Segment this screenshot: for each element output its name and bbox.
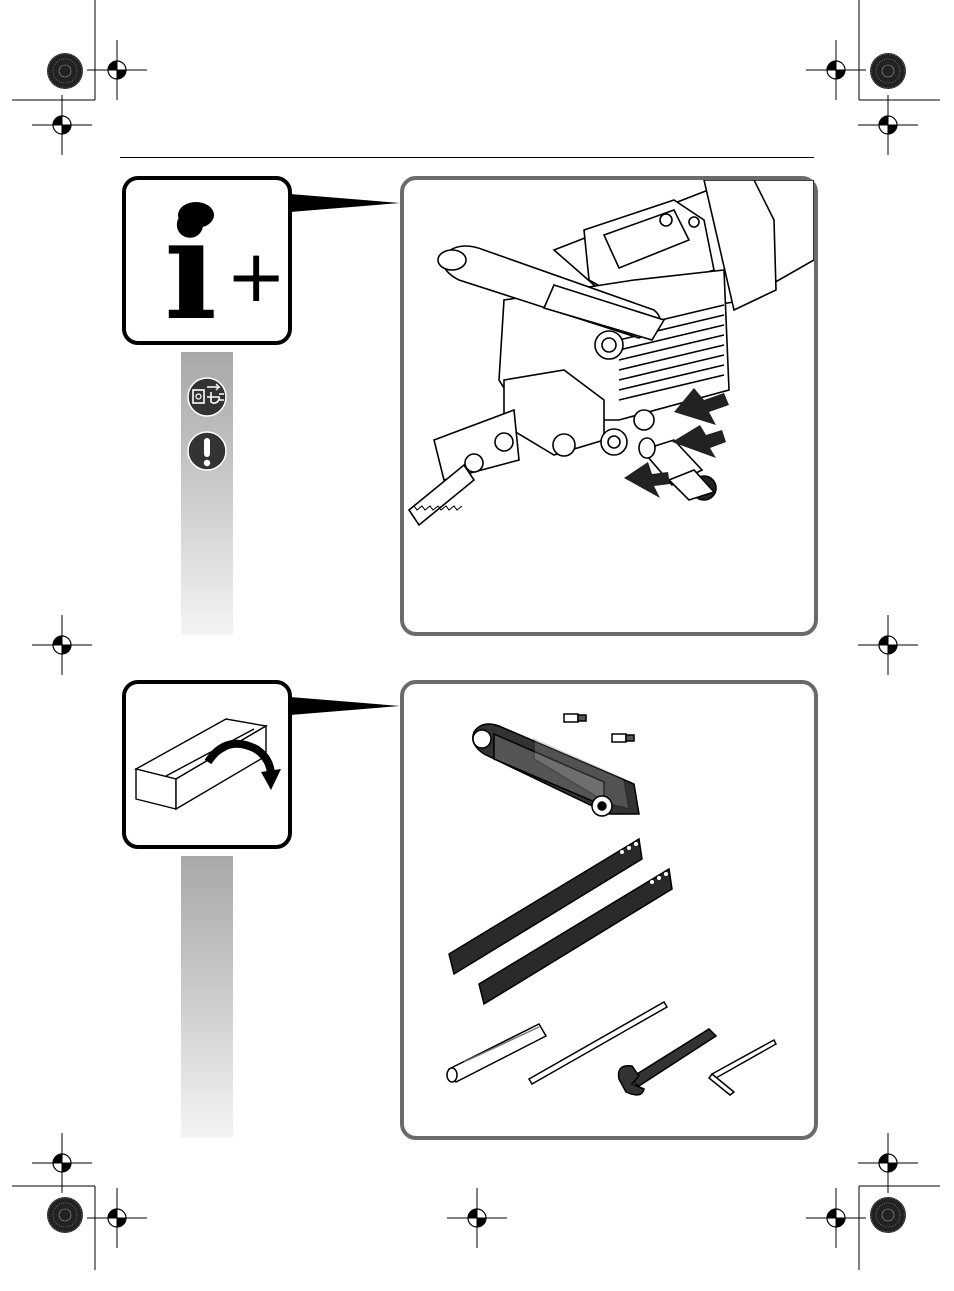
illustration-panel-2 [400,680,818,1140]
delivery-contents-illustration [404,684,814,1136]
unpacking-icon-box [122,680,292,849]
info-plus-icon-box: i + [122,176,292,345]
pointer-wedge-1 [290,190,402,220]
hex-key-icon [709,1040,776,1095]
pin-icon [447,1024,546,1082]
pointer-wedge-2 [290,693,402,723]
screws-icon [564,714,634,742]
open-end-wrench-icon [619,1029,716,1095]
header-rule [120,157,814,158]
illustration-panel-1 [400,176,818,636]
unpacking-box-icon [126,684,288,845]
info-letter: i [164,200,217,340]
info-plus: + [226,240,286,312]
side-bar-2 [181,856,233,1138]
blade-mounting-illustration [404,180,814,632]
saw-blades-icon [449,839,672,1004]
warning-exclamation-icon [186,430,228,472]
unplug-before-work-icon [186,376,228,418]
